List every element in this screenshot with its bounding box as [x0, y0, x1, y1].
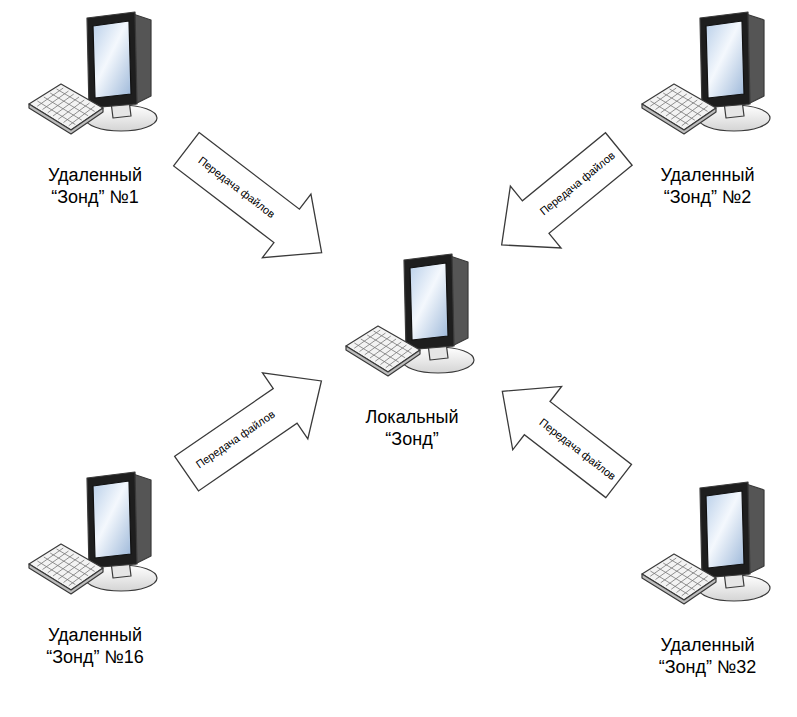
- monitor-screen: [410, 263, 448, 340]
- arrow-label: Передача файлов: [195, 154, 278, 222]
- keyboard-keys: [37, 548, 95, 586]
- monitor-screen: [706, 21, 744, 98]
- computer-icon: [342, 250, 482, 380]
- computer-icon: [638, 478, 778, 608]
- monitor-bezel: [700, 482, 750, 578]
- computer-icon: [25, 468, 165, 598]
- keyboard-keys: [650, 558, 708, 596]
- keyboard: [346, 326, 420, 372]
- monitor-bezel: [87, 472, 137, 568]
- computer-icon: [638, 8, 778, 138]
- monitor-bezel: [404, 254, 454, 350]
- keyboard: [29, 84, 103, 130]
- arrow-label: Передача файлов: [536, 415, 619, 483]
- computer-label: Локальный “Зонд”: [346, 406, 478, 450]
- computer-node: Удаленный “Зонд” №1: [10, 8, 180, 208]
- monitor-bezel: [700, 12, 750, 108]
- keyboard-keys: [37, 88, 95, 126]
- keyboard: [642, 84, 716, 130]
- monitor-screen: [93, 481, 131, 558]
- keyboard: [29, 544, 103, 590]
- block-arrow: [174, 133, 322, 258]
- arrow-label: Передача файлов: [536, 148, 618, 218]
- computer-label: Удаленный “Зонд” №1: [29, 164, 161, 208]
- computer-node: Локальный “Зонд”: [328, 250, 496, 450]
- computer-label: Удаленный “Зонд” №32: [642, 634, 774, 678]
- block-arrow: [175, 373, 322, 491]
- computer-node: Удаленный “Зонд” №16: [10, 468, 180, 668]
- keyboard-keys: [650, 88, 708, 126]
- monitor-screen: [706, 491, 744, 568]
- computer-icon: [25, 8, 165, 138]
- computer-label: Удаленный “Зонд” №2: [642, 164, 774, 208]
- computer-node: Удаленный “Зонд” №2: [625, 8, 790, 208]
- block-arrow: [502, 386, 631, 497]
- computer-label: Удаленный “Зонд” №16: [29, 624, 161, 668]
- computer-node: Удаленный “Зонд” №32: [625, 478, 790, 678]
- block-arrow: [502, 133, 632, 248]
- monitor-screen: [93, 21, 131, 98]
- keyboard-keys: [354, 330, 412, 368]
- keyboard: [642, 554, 716, 600]
- arrow-label: Передача файлов: [193, 407, 279, 472]
- monitor-bezel: [87, 12, 137, 108]
